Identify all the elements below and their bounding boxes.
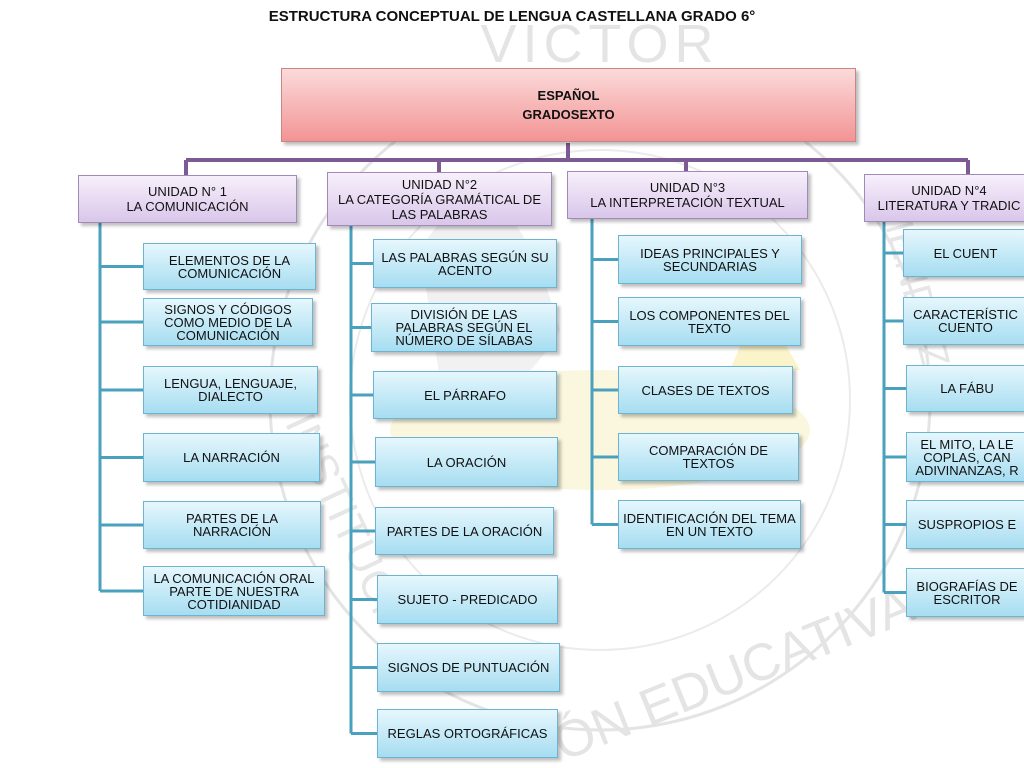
unit-1-topic: SIGNOS Y CÓDIGOS COMO MEDIO DE LA COMUNI… [143, 298, 313, 346]
unit-2-node: UNIDAD N°2 LA CATEGORÍA GRAMÁTICAL DE LA… [327, 172, 552, 226]
unit-1-topic: PARTES DE LA NARRACIÓN [143, 501, 321, 549]
unit-4-title: UNIDAD N°4 [911, 183, 987, 198]
unit-2-title: UNIDAD N°2 [401, 176, 478, 192]
root-node-espanol: ESPAÑOL GRADOSEXTO [281, 68, 856, 142]
unit-4-node: UNIDAD N°4 LITERATURA Y TRADIC [864, 174, 1024, 222]
unit-4-topic: EL MITO, LA LE COPLAS, CAN ADIVINANZAS, … [906, 432, 1024, 482]
unit-4-subtitle: LITERATURA Y TRADIC [877, 198, 1021, 213]
unit-3-subtitle: LA INTERPRETACIÓN TEXTUAL [590, 195, 785, 210]
unit-1-node: UNIDAD N° 1 LA COMUNICACIÓN [78, 175, 297, 223]
unit-2-topic: SUJETO - PREDICADO [377, 575, 558, 624]
unit-3-topic: IDEAS PRINCIPALES Y SECUNDARIAS [618, 235, 802, 284]
unit-2-subtitle: LA CATEGORÍA GRAMÁTICAL DE LAS PALABRAS [338, 191, 541, 222]
unit-1-subtitle: LA COMUNICACIÓN [126, 199, 249, 214]
unit-4-topic: SUSPROPIOS E [906, 500, 1024, 549]
unit-2-topic: LAS PALABRAS SEGÚN SU ACENTO [373, 239, 557, 288]
unit-4-topic: LA FÁBU [906, 365, 1024, 412]
unit-1-topic: ELEMENTOS DE LA COMUNICACIÓN [143, 243, 316, 290]
unit-2-topic: SIGNOS DE PUNTUACIÓN [377, 643, 560, 692]
unit-3-topic: IDENTIFICACIÓN DEL TEMA EN UN TEXTO [618, 500, 801, 549]
unit-2-topic: REGLAS ORTOGRÁFICAS [377, 709, 558, 758]
diagram-title: ESTRUCTURA CONCEPTUAL DE LENGUA CASTELLA… [268, 8, 756, 25]
root-line2: GRADOSEXTO [522, 107, 615, 122]
unit-4-topic: CARACTERÍSTIC CUENTO [903, 297, 1024, 345]
unit-3-node: UNIDAD N°3 LA INTERPRETACIÓN TEXTUAL [567, 171, 808, 219]
unit-3-topic: LOS COMPONENTES DEL TEXTO [618, 297, 801, 346]
unit-3-title: UNIDAD N°3 [649, 180, 726, 195]
unit-1-topic: LA NARRACIÓN [143, 433, 320, 482]
unit-2-topic: DIVISIÓN DE LAS PALABRAS SEGÚN EL NÚMERO… [371, 303, 557, 352]
root-line1: ESPAÑOL [537, 88, 600, 103]
unit-4-topic: BIOGRAFÍAS DE ESCRITOR [906, 568, 1024, 617]
unit-2-topic: LA ORACIÓN [375, 437, 558, 487]
unit-1-topic: LENGUA, LENGUAJE, DIALECTO [143, 366, 318, 414]
unit-4-topic: EL CUENT [903, 229, 1024, 277]
unit-1-title: UNIDAD N° 1 [148, 184, 227, 199]
unit-2-topic: EL PÁRRAFO [373, 371, 557, 419]
unit-3-topic: COMPARACIÓN DE TEXTOS [618, 433, 799, 481]
unit-3-topic: CLASES DE TEXTOS [618, 366, 793, 414]
unit-2-topic: PARTES DE LA ORACIÓN [375, 507, 554, 555]
unit-1-topic: LA COMUNICACIÓN ORAL PARTE DE NUESTRA CO… [143, 566, 325, 616]
